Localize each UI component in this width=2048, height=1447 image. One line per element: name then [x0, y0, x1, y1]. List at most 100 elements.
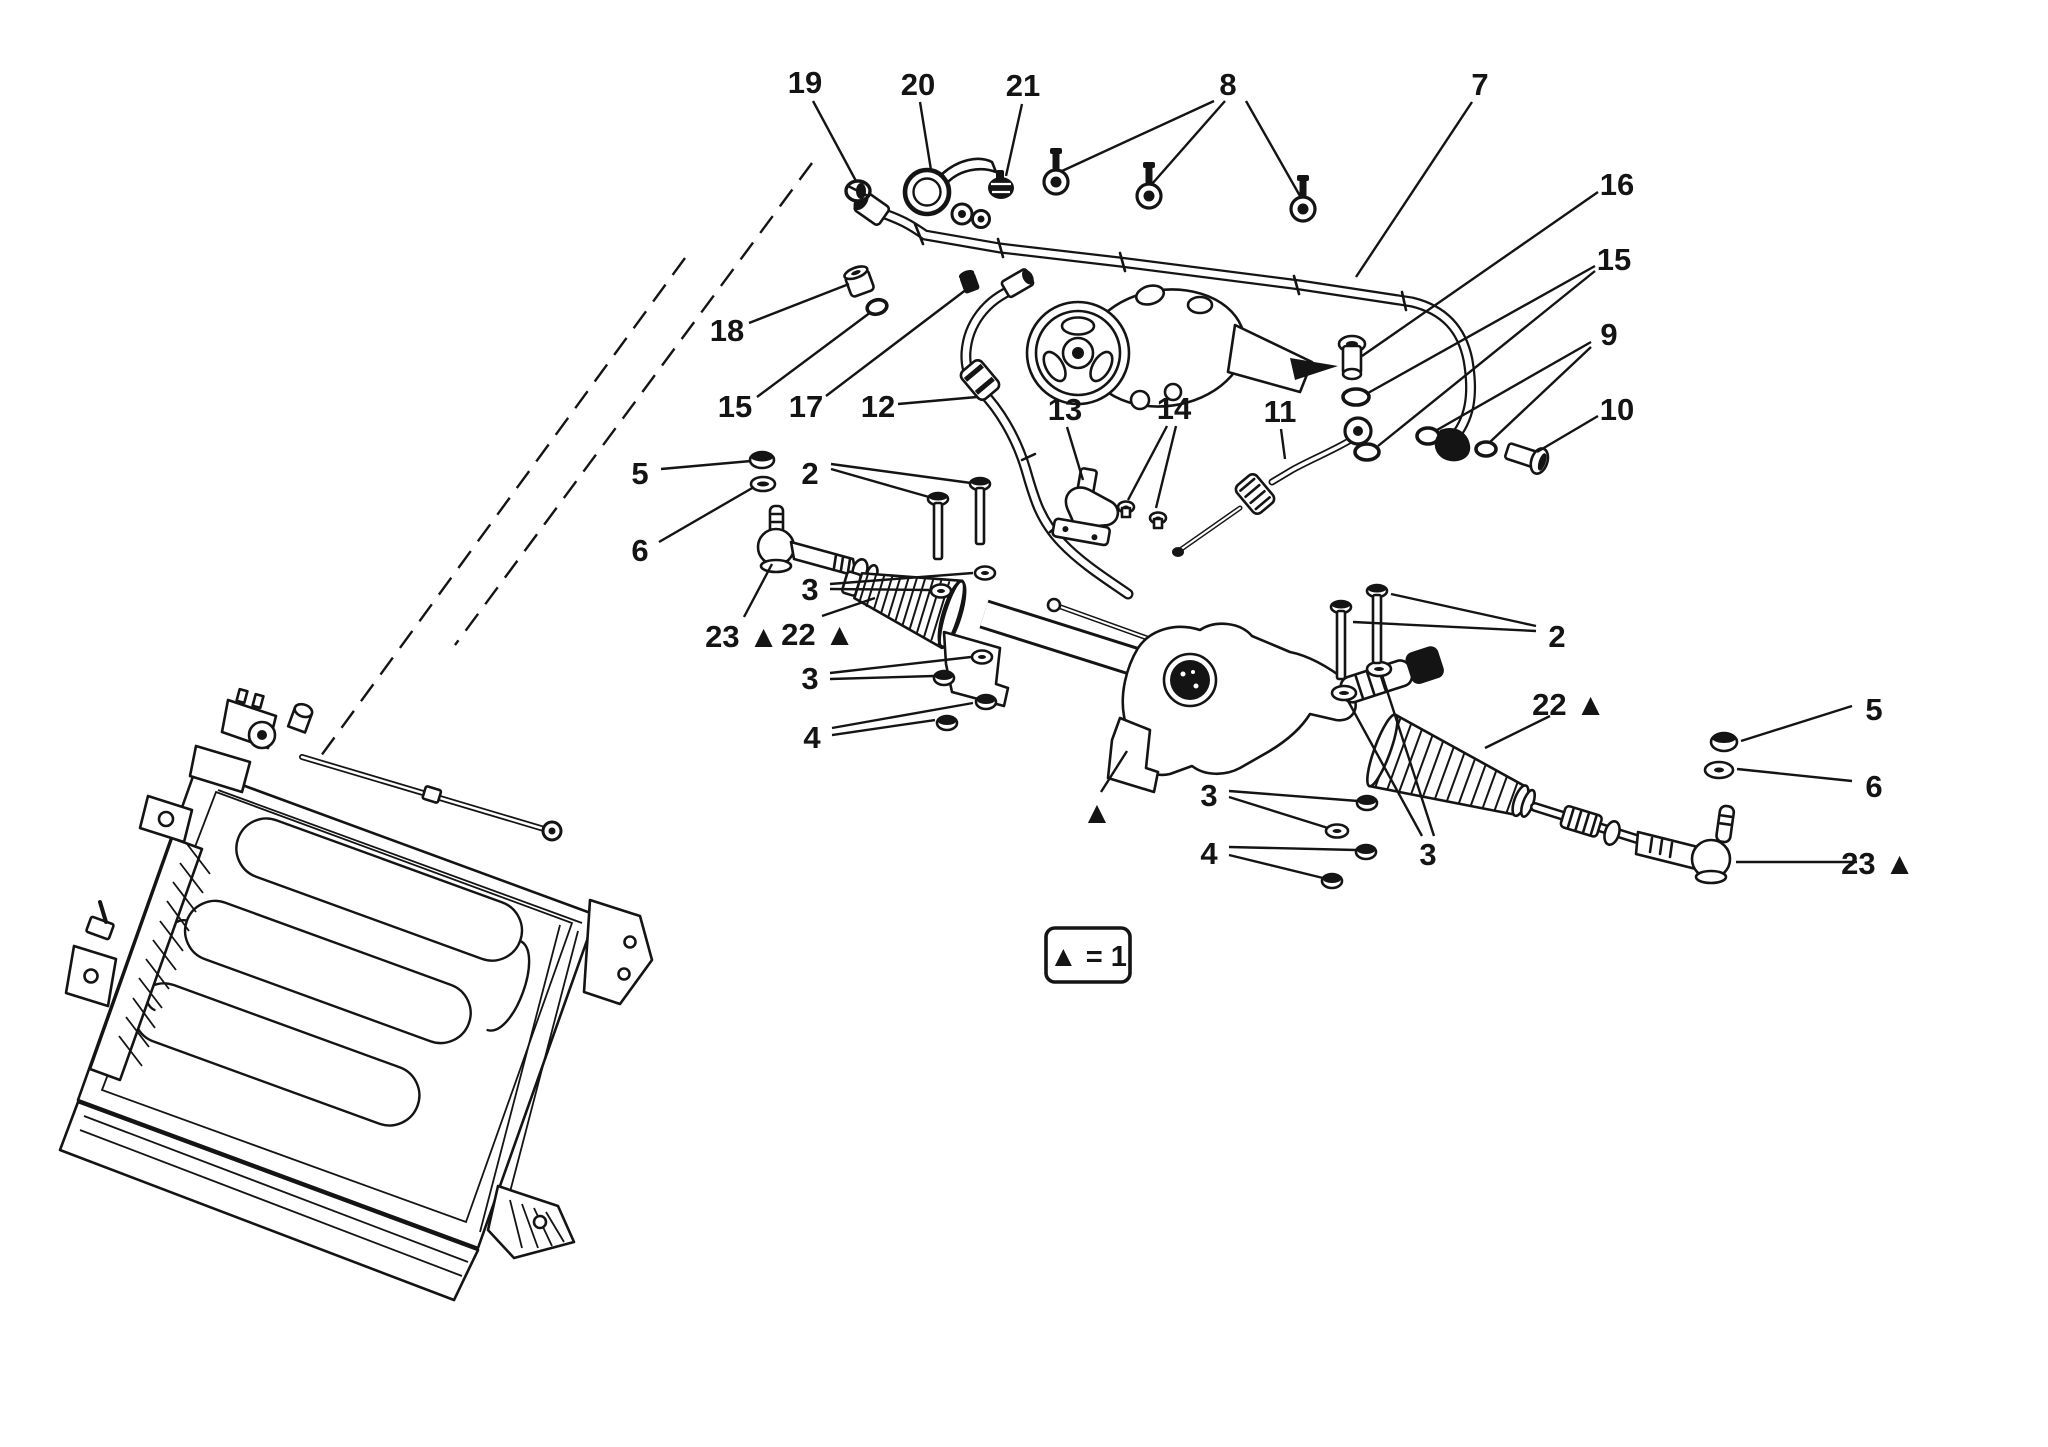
pinion-input-shaft [1339, 646, 1444, 704]
return-hose [853, 191, 1477, 446]
callout-8: 8 [1219, 67, 1236, 102]
leader-line-3-right-0 [1228, 789, 1359, 803]
leader-line-12-0 [897, 395, 978, 406]
radiator-assembly [58, 687, 654, 1302]
legend: ▲ = 1 [1044, 926, 1132, 984]
leader-line-19-0 [811, 100, 858, 182]
leader-line-3-center-1 [1380, 674, 1436, 837]
clip-21 [988, 170, 1014, 199]
leader-line-22-right-0 [1484, 714, 1551, 750]
bottom-right-foot [486, 1184, 576, 1260]
callout-13: 13 [1048, 392, 1082, 427]
support-rod [299, 754, 563, 842]
pipe-clips-8 [1042, 148, 1317, 223]
hose-end-union [1000, 268, 1035, 299]
right-edge-bracket [479, 898, 654, 1239]
hose-union [959, 359, 1001, 401]
leader-line-22-left-0 [821, 596, 876, 618]
leader-line-10-0 [1536, 414, 1599, 454]
callout-19: 19 [788, 65, 822, 100]
leader-line-16-0 [1361, 191, 1599, 357]
left-nut-washer [748, 450, 777, 493]
callout-21: 21 [1006, 68, 1040, 103]
callout-2-left: 2 [801, 456, 818, 491]
leader-line-3-right-1 [1228, 795, 1329, 830]
dashed-reference-lines [317, 162, 813, 761]
leader-line-23-left-0 [742, 563, 774, 618]
callout-7: 7 [1471, 67, 1488, 102]
leader-line-triangle-note-0 [1099, 750, 1129, 793]
leader-line-3-lower-left-0 [829, 655, 972, 675]
bracket-13 [1051, 467, 1120, 547]
callout-5-right: 5 [1865, 692, 1882, 727]
leader-line-4-right-1 [1228, 853, 1324, 880]
leader-line-6-left-0 [658, 485, 755, 544]
callout-20: 20 [901, 67, 935, 102]
callout-9: 9 [1600, 317, 1617, 352]
callout-16: 16 [1600, 167, 1634, 202]
leader-line-3-center-0 [1345, 698, 1424, 837]
dashed-line-0 [454, 162, 813, 646]
leader-line-8-1 [1151, 100, 1226, 185]
callout-23-left: 23 ▲ [705, 619, 779, 654]
callout-14: 14 [1157, 391, 1192, 426]
callout-6-left: 6 [631, 533, 648, 568]
leader-line-11-0 [1279, 428, 1287, 460]
leader-line-8-2 [1244, 100, 1302, 197]
leader-line-2-right-0 [1352, 620, 1537, 633]
o-ring-15-left [865, 297, 889, 317]
nuts-and-washers [929, 565, 1379, 890]
leader-line-14-1 [1154, 425, 1178, 509]
bushing-18 [843, 265, 875, 298]
leader-line-17-0 [825, 288, 968, 397]
callout-3-lower-left: 3 [801, 661, 818, 696]
hose-clamp-19 [844, 179, 872, 203]
callout-18: 18 [710, 313, 744, 348]
leader-line-6-right-0 [1736, 767, 1853, 783]
callout-12: 12 [861, 389, 895, 424]
callout-4-right: 4 [1200, 836, 1218, 871]
callout-3-upper-left: 3 [801, 572, 818, 607]
callout-15-right: 15 [1597, 242, 1631, 277]
right-tie-rod [1530, 802, 1736, 885]
leader-line-21-0 [1004, 103, 1024, 177]
callout-15-left: 15 [718, 389, 752, 424]
callout-17: 17 [789, 389, 823, 424]
leader-line-2-left-0 [830, 467, 930, 499]
banjo-bolt-16 [1337, 334, 1367, 381]
leader-line-5-right-0 [1740, 704, 1853, 743]
leader-line-4-left-0 [831, 701, 974, 730]
leader-line-13-0 [1065, 426, 1085, 481]
rigid-pipe-11 [1172, 416, 1373, 557]
mounting-bolts [926, 476, 1389, 681]
rack-clamp-bracket [937, 580, 1010, 708]
leader-line-15-right-0 [1367, 264, 1596, 395]
bottom-tank [58, 1100, 480, 1302]
right-nut-washer [1703, 731, 1739, 780]
callout-3-right: 3 [1200, 778, 1217, 813]
leader-line-4-right-0 [1228, 845, 1357, 852]
callout-5-left: 5 [631, 456, 648, 491]
leader-line-3-lower-left-1 [829, 674, 935, 681]
plug-17 [958, 269, 980, 294]
legend-text: ▲ = 1 [1049, 941, 1127, 973]
callout-11: 11 [1264, 394, 1297, 429]
leader-line-9-1 [1489, 346, 1592, 443]
steering-rack-assembly [748, 450, 1739, 890]
callout-triangle-note: ▲ [1082, 795, 1113, 830]
band-clamp-20 [902, 157, 998, 229]
callout-2-right: 2 [1548, 619, 1565, 654]
leader-line-3-upper-left-0 [829, 571, 974, 586]
dashed-line-1 [317, 257, 686, 761]
leader-line-3-upper-left-1 [829, 587, 930, 592]
callout-23-right: 23 ▲ [1841, 846, 1915, 881]
leader-line-8-0 [1061, 99, 1215, 173]
rivets-14 [1116, 500, 1168, 530]
callout-4-left: 4 [803, 720, 821, 755]
leader-line-9-0 [1436, 340, 1592, 432]
callout-22-right: 22 ▲ [1532, 687, 1606, 722]
leader-line-7-0 [1354, 101, 1474, 278]
